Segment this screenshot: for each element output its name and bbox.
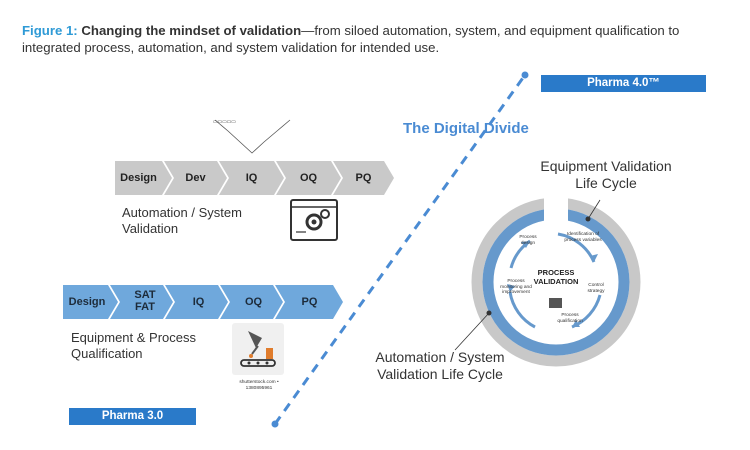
v-model-text: ▭▭▭▭▭ xyxy=(213,120,236,125)
step-dev: Dev xyxy=(185,172,206,184)
chevron-satfat xyxy=(110,285,173,319)
top-chevron-flow xyxy=(115,161,394,195)
dot-icon xyxy=(271,420,279,428)
chevron-design-b xyxy=(63,285,118,319)
step-design: Design xyxy=(120,172,157,184)
digital-divide-title: The Digital Divide xyxy=(403,120,529,137)
equipment-process-qualification-label: Equipment & Process Qualification xyxy=(71,330,197,361)
stage-process-design: Process design xyxy=(519,235,537,246)
process-validation-title: PROCESS VALIDATION xyxy=(533,268,579,286)
figure-caption: Figure 1: Changing the mindset of valida… xyxy=(22,22,732,56)
step-design-b: Design xyxy=(68,296,106,308)
lab-equipment-icon xyxy=(232,323,284,375)
caption-bold: Changing the mindset of validation xyxy=(81,23,302,38)
step-iq-b: IQ xyxy=(192,296,205,308)
dot-icon xyxy=(521,71,529,79)
stage-process-qualification: Process qualification xyxy=(557,313,583,324)
step-sat-fat: SAT FAT xyxy=(134,289,156,313)
chevron-oq-b xyxy=(220,285,283,319)
chevron-pq-b xyxy=(275,285,343,319)
chevron-design xyxy=(115,161,172,195)
validation-cycle xyxy=(454,196,641,367)
caption-rest: —from siloed automation, system, and equ… xyxy=(22,23,680,55)
chevron-oq xyxy=(276,161,341,195)
chevron-dev xyxy=(164,161,227,195)
chevron-iq xyxy=(219,161,284,195)
stage-identification: Identification of process variables xyxy=(564,232,602,243)
automation-validation-title: Automation / System Validation Life Cycl… xyxy=(375,349,505,382)
step-oq: OQ xyxy=(299,172,318,184)
step-pq: PQ xyxy=(355,172,372,184)
figure-label: Figure 1: xyxy=(22,23,78,38)
digital-divide-line xyxy=(273,74,527,425)
computer-gear-icon xyxy=(290,199,338,241)
automation-system-validation-label: Automation / System Validation xyxy=(122,205,242,236)
pharma4-banner: Pharma 4.0™ xyxy=(541,75,706,92)
step-iq: IQ xyxy=(245,172,258,184)
bottom-chevron-flow xyxy=(63,285,343,319)
chevron-pq xyxy=(333,161,394,195)
chevron-iq-b xyxy=(165,285,228,319)
equipment-validation-title: Equipment Validation Life Cycle xyxy=(540,158,672,191)
step-pq-b: PQ xyxy=(301,296,318,308)
stage-control-strategy: Control strategy xyxy=(587,283,605,294)
step-oq-b: OQ xyxy=(244,296,263,308)
image-credit: shutterstock.com • 1380895961 xyxy=(239,380,279,391)
stage-monitoring: Process monitoring and improvement xyxy=(500,279,532,295)
v-model-sketch xyxy=(214,119,291,154)
pharma3-banner: Pharma 3.0 xyxy=(69,408,196,425)
